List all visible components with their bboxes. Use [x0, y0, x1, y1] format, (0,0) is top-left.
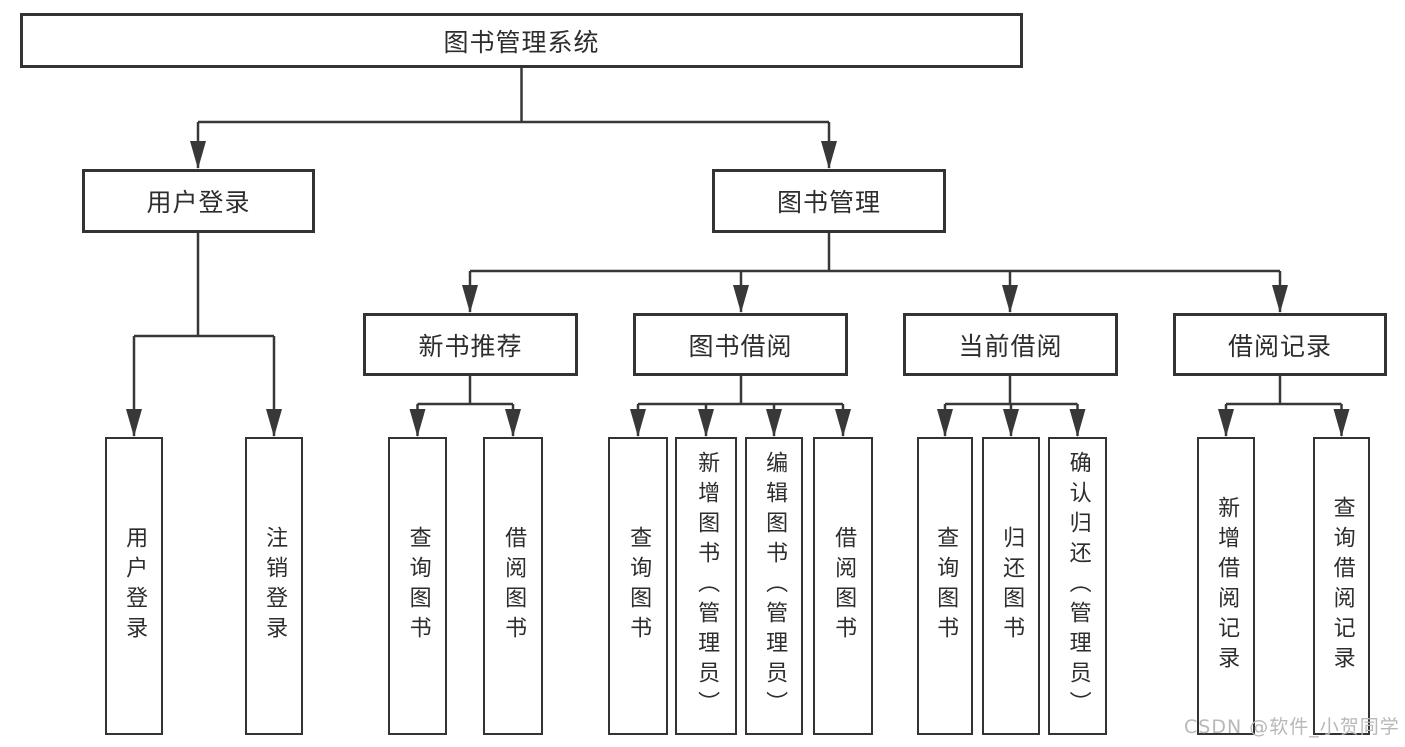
leaf-query-books-borrow: 查询图书	[608, 437, 668, 735]
node-borrowing-records: 借阅记录	[1173, 313, 1387, 376]
leaf-label: 查询借阅记录	[1329, 496, 1355, 676]
leaf-label: 注销登录	[262, 526, 288, 646]
leaf-label: 用户登录	[122, 526, 148, 646]
node-root-label: 图书管理系统	[443, 27, 600, 57]
node-current-borrowing: 当前借阅	[903, 313, 1118, 376]
node-user-login-branch: 用户登录	[82, 169, 315, 233]
node-book-management-branch: 图书管理	[712, 169, 946, 233]
node-label: 图书借阅	[688, 331, 793, 361]
leaf-confirm-return-admin: 确认归还（管理员）	[1048, 437, 1107, 735]
node-book-borrowing: 图书借阅	[633, 313, 848, 376]
leaf-label: 借阅图书	[501, 526, 527, 646]
leaf-label: 新增借阅记录	[1214, 496, 1240, 676]
leaf-query-borrow-record: 查询借阅记录	[1313, 437, 1370, 735]
leaf-label: 新增图书（管理员）	[694, 451, 720, 721]
leaf-borrow-books-borrow: 借阅图书	[813, 437, 873, 735]
leaf-query-books-newbook: 查询图书	[388, 437, 447, 735]
leaf-add-borrow-record: 新增借阅记录	[1197, 437, 1255, 735]
leaf-label: 借阅图书	[831, 526, 857, 646]
leaf-label: 确认归还（管理员）	[1065, 451, 1091, 721]
node-label: 新书推荐	[418, 331, 523, 361]
leaf-borrow-books-newbook: 借阅图书	[483, 437, 543, 735]
node-label: 借阅记录	[1227, 331, 1332, 361]
csdn-watermark: CSDN @软件_小贺同学	[1184, 716, 1400, 738]
node-root-system: 图书管理系统	[20, 13, 1023, 68]
leaf-user-login: 用户登录	[105, 437, 163, 735]
node-label: 用户登录	[146, 188, 251, 217]
leaf-label: 查询图书	[933, 526, 959, 646]
node-label: 图书管理	[776, 188, 881, 217]
node-label: 当前借阅	[958, 331, 1063, 361]
leaf-logout: 注销登录	[245, 437, 303, 735]
leaf-return-books: 归还图书	[982, 437, 1040, 735]
leaf-edit-books-admin: 编辑图书（管理员）	[745, 437, 803, 735]
leaf-label: 查询图书	[626, 526, 652, 646]
node-new-book-recommend: 新书推荐	[363, 313, 578, 376]
leaf-label: 编辑图书（管理员）	[762, 451, 788, 721]
leaf-label: 查询图书	[405, 526, 431, 646]
leaf-add-books-admin: 新增图书（管理员）	[675, 437, 737, 735]
leaf-query-books-current: 查询图书	[917, 437, 973, 735]
leaf-label: 归还图书	[999, 526, 1025, 646]
